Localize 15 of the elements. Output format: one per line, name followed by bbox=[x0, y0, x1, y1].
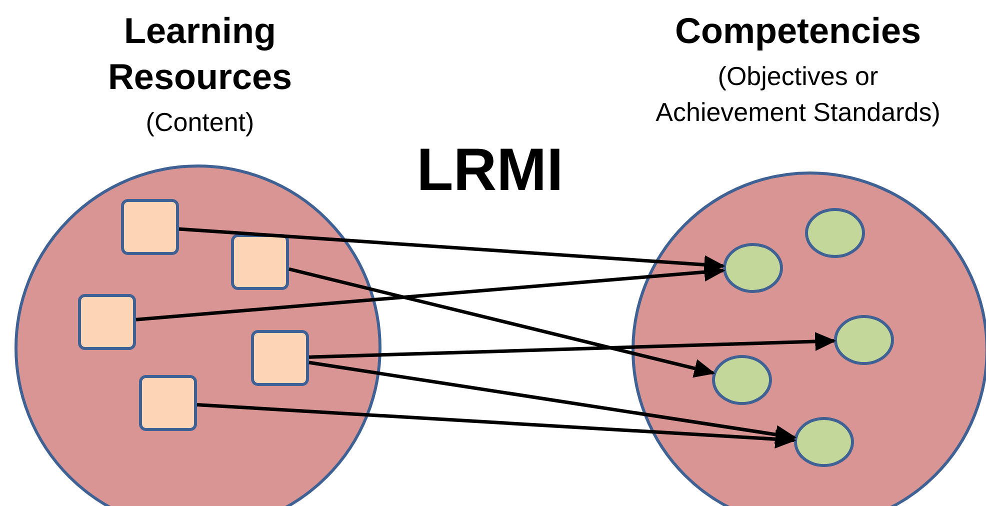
resource-square bbox=[78, 294, 136, 350]
group-heading: Learning Resources bbox=[106, 9, 294, 99]
arrow bbox=[136, 262, 726, 322]
group-heading: Competencies bbox=[674, 9, 922, 53]
resource-square bbox=[251, 330, 309, 386]
resource-square bbox=[121, 199, 179, 255]
group-subheading: (Objectives or Achievement Standards) bbox=[654, 60, 942, 129]
arrow bbox=[196, 402, 796, 449]
arrow bbox=[308, 332, 836, 359]
group-subheading: (Content) bbox=[144, 106, 256, 139]
arrow bbox=[288, 267, 716, 378]
resource-square bbox=[139, 375, 197, 431]
diagram-title: LRMI bbox=[416, 135, 564, 205]
resource-square bbox=[231, 234, 289, 290]
arrow bbox=[308, 360, 797, 444]
